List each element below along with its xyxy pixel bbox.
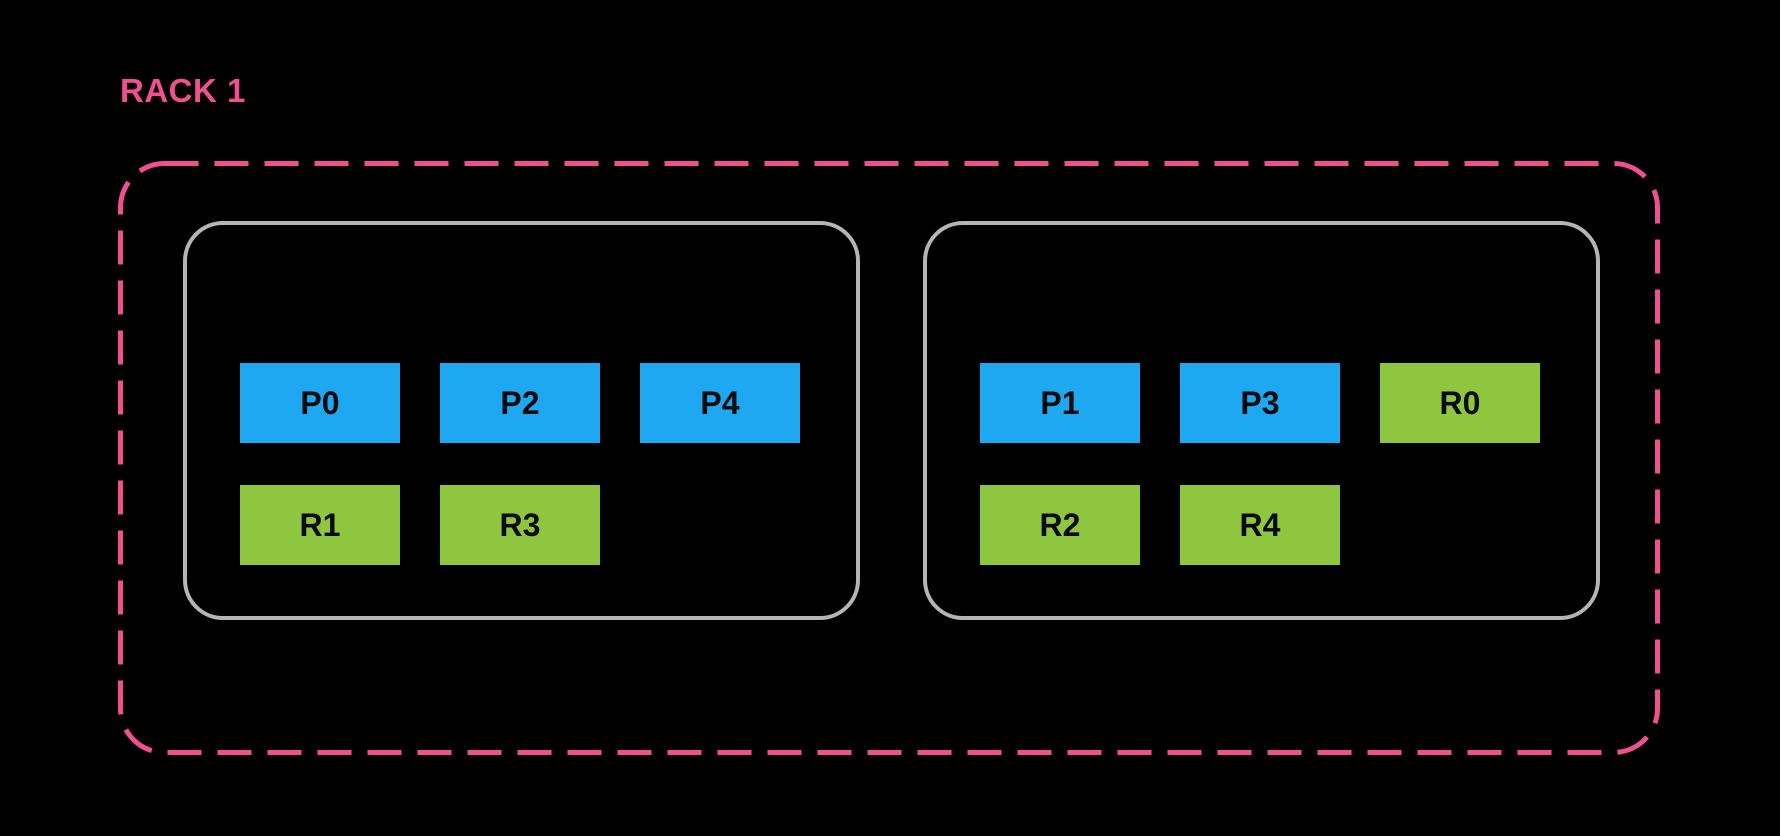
- shard-chip-r4: R4: [1180, 485, 1340, 565]
- shard-chip-label: R0: [1439, 384, 1481, 421]
- node-1: P0 P2 P4 R1 R3: [183, 221, 860, 620]
- shard-chip-label: R4: [1239, 506, 1281, 543]
- shard-chip-r0: R0: [1380, 363, 1540, 443]
- shard-chip-r3: R3: [440, 485, 600, 565]
- shard-chip-label: P3: [1240, 384, 1280, 421]
- shard-chip-p2: P2: [440, 363, 600, 443]
- shard-chip-p1: P1: [980, 363, 1140, 443]
- shard-chip-label: P0: [300, 384, 340, 421]
- rack-title: RACK 1: [120, 72, 246, 109]
- shard-chip-label: P1: [1040, 384, 1080, 421]
- shard-chip-label: P4: [700, 384, 740, 421]
- shard-chip-p4: P4: [640, 363, 800, 443]
- shard-chip-label: R2: [1039, 506, 1081, 543]
- shard-chip-r1: R1: [240, 485, 400, 565]
- shard-chip-label: R3: [499, 506, 541, 543]
- shard-chip-r2: R2: [980, 485, 1140, 565]
- shard-chip-label: R1: [299, 506, 341, 543]
- shard-chip-label: P2: [500, 384, 540, 421]
- shard-chip-p0: P0: [240, 363, 400, 443]
- shard-chip-p3: P3: [1180, 363, 1340, 443]
- node-2: P1 P3 R0 R2 R4: [923, 221, 1600, 620]
